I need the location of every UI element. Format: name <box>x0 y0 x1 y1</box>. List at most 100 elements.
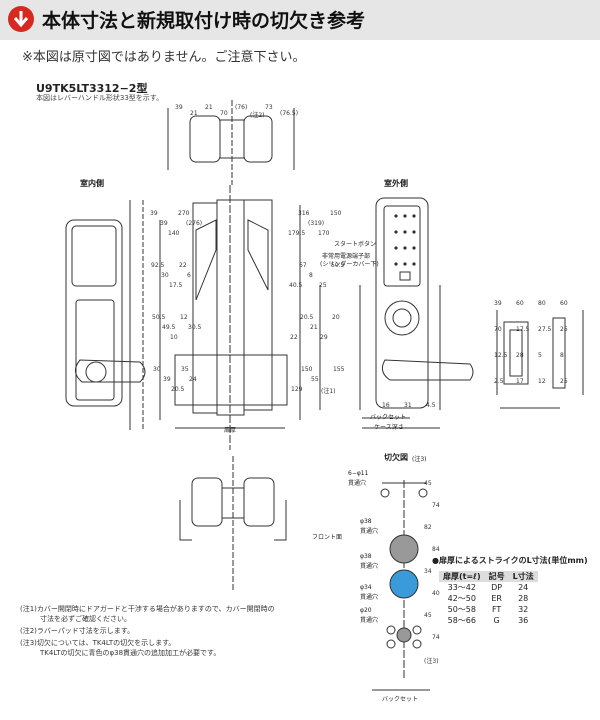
through-hole-callout: 貫通穴 <box>348 480 367 487</box>
side-dimension: 22 <box>290 334 298 341</box>
footnote-3: (注3)切欠については、TK4LTの切欠を示します。 <box>20 639 176 647</box>
side-dimension: 21 <box>310 324 318 331</box>
side-dimension: 179.5 <box>288 230 306 237</box>
door-thickness-callout: 扉厚 <box>224 427 237 434</box>
side-dimension: (319) <box>308 220 325 227</box>
side-dimension: 6 <box>187 272 191 279</box>
strike-dimension: 12 <box>538 378 546 385</box>
table-row: 33〜42 DP 24 <box>439 582 538 593</box>
side-dimension: 12 <box>180 314 188 321</box>
strike-dimension: 25 <box>560 378 568 385</box>
indoor-label: 室内側 <box>80 179 104 188</box>
strike-dimension: 28 <box>516 352 524 359</box>
top-dimension: 73 <box>265 104 273 111</box>
strike-dimension: 70 <box>494 326 502 333</box>
side-dimension: 129 <box>291 386 303 393</box>
side-dimension: 22 <box>179 262 187 269</box>
top-dimension: 39 <box>175 104 183 111</box>
strike-dimension: 80 <box>538 300 546 307</box>
cylinder-cover-callout: (シリンダーカバー下) <box>320 261 379 268</box>
case-depth-callout: ケース深さ <box>374 424 404 431</box>
table-cell: 33〜42 <box>447 583 476 592</box>
footnote-1b: 寸法を必ずご確認ください。 <box>40 615 131 623</box>
table-cell: 32 <box>518 605 529 614</box>
l-size-title: ●扉厚によるストライクのL寸法(単位mm) <box>432 556 588 565</box>
top-dimension: (76) <box>235 104 248 111</box>
table-header: L寸法 <box>508 571 538 582</box>
cutout-dimension: 45 <box>424 612 432 619</box>
header-bar <box>0 0 600 40</box>
strike-dimension: 27.5 <box>538 326 552 333</box>
outdoor-dimension: 31 <box>404 402 412 409</box>
page-title: 本体寸法と新規取付け時の切欠き参考 <box>42 10 366 32</box>
top-dimension: 21 <box>190 110 198 117</box>
side-dimension: 40.5 <box>289 282 303 289</box>
side-dimension: 10 <box>170 334 178 341</box>
strike-dimension: 60 <box>516 300 524 307</box>
strike-dimension: 17 <box>516 378 524 385</box>
table-cell: G <box>493 616 500 625</box>
cutout-view <box>372 480 430 691</box>
side-dimension: 55 <box>311 376 319 383</box>
side-dimension: 170 <box>318 230 330 237</box>
start-button-callout: スタートボタン <box>334 241 377 248</box>
front-plate-callout: フロント面 <box>312 534 343 541</box>
table-cell: DP <box>491 583 503 592</box>
disclaimer-note: ※本図は原寸図ではありません。ご注意下さい。 <box>22 50 306 65</box>
top-dimension: (注2) <box>250 112 265 119</box>
strike-dimension: 60 <box>560 300 568 307</box>
footnote-2: (注2)ラバーパッド寸法を示します。 <box>20 627 135 635</box>
model-subtitle: 本図はレバーハンドル形状33型を示す。 <box>36 94 164 102</box>
side-dimension: 20.5 <box>300 314 314 321</box>
strike-dimension: 12.5 <box>494 352 508 359</box>
cutout-dimension: 84 <box>432 546 440 553</box>
cutout-dimension: 40 <box>432 590 440 597</box>
cutout-dimension: 34 <box>424 568 432 575</box>
side-dimension: 30 <box>161 272 169 279</box>
cutout-dimension: 74 <box>432 502 440 509</box>
footnote-3b: TK4LTの切欠に青色のφ38貫通穴の追加加工が必要です。 <box>40 649 221 657</box>
side-dimension: 155 <box>333 366 345 373</box>
side-dimension: 8 <box>309 272 313 279</box>
side-dimension: 35 <box>181 366 189 373</box>
outdoor-view <box>319 197 474 429</box>
side-dimension: 17.5 <box>169 282 183 289</box>
side-dimension: 39 <box>163 376 171 383</box>
table-cell: 58〜66 <box>447 616 476 625</box>
d38b-callout: φ38 <box>360 553 372 560</box>
table-cell: FT <box>491 605 502 614</box>
strike-dimension: 5 <box>538 352 542 359</box>
side-dimension: 67 <box>299 262 307 269</box>
side-dimension: 39 <box>150 210 158 217</box>
d38a-callout: φ38 <box>360 518 372 525</box>
table-cell: 50〜58 <box>447 605 476 614</box>
side-dimension: 30 <box>153 366 161 373</box>
side-dimension: 150 <box>301 366 313 373</box>
strike-dimension: 17.5 <box>516 326 530 333</box>
side-dimension: 29 <box>320 334 328 341</box>
strike-dimension: 2.5 <box>494 378 504 385</box>
strike-dimension: 8 <box>560 352 564 359</box>
cutout-dimension: 74 <box>432 634 440 641</box>
backset-callout: バックセット <box>370 414 407 421</box>
hole-a-callout: 貫通穴 <box>360 528 379 535</box>
strike-dimension: 39 <box>494 300 502 307</box>
side-dimension: 140 <box>168 230 180 237</box>
table-cell: 24 <box>518 583 529 592</box>
side-dimension: 270 <box>178 210 190 217</box>
footnote-1: (注1)カバー開閉時にドアガードと干渉する場合がありますので、カバー開閉時の <box>20 605 275 613</box>
emergency-terminal-callout: 非常用電源端子部 <box>322 253 371 260</box>
table-cell: 42〜50 <box>447 594 476 603</box>
backset-bottom-callout: バックセット <box>382 696 419 703</box>
six-holes-callout: 6−φ11 <box>348 470 369 477</box>
table-row: 50〜58 FT 32 <box>439 604 538 615</box>
side-dimension: 39 <box>160 220 168 227</box>
side-dimension: 316 <box>298 210 310 217</box>
side-dimension: (注1) <box>321 388 336 395</box>
side-dimension: 25 <box>319 282 327 289</box>
side-dimension: 20 <box>332 314 340 321</box>
side-dimension: (276) <box>186 220 203 227</box>
outdoor-dimension: 16 <box>382 402 390 409</box>
